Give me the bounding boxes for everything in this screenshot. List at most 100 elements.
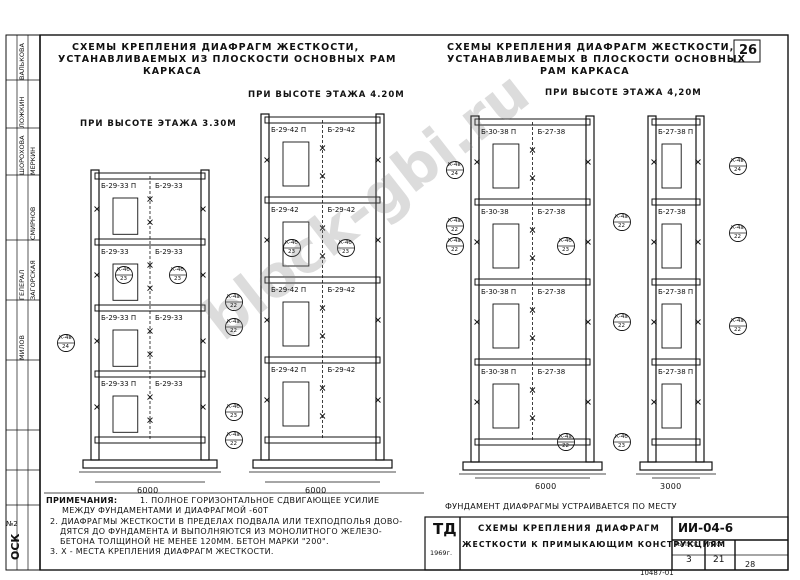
frame-right-b-door-opening bbox=[661, 223, 682, 269]
attachment-mark bbox=[319, 253, 326, 259]
frame-330-foundation bbox=[82, 459, 218, 469]
callout-bottom: 23 bbox=[342, 249, 349, 255]
right-height-420-label: ПРИ ВЫСОТЕ ЭТАЖА 4,20М bbox=[545, 88, 702, 98]
frame-right-a-panel-label: Б-30-38 bbox=[481, 208, 509, 216]
left-title-line-1: СХЕМЫ КРЕПЛЕНИЯ ДИАФРАГМ ЖЕСТКОСТИ, bbox=[72, 42, 360, 53]
note-line-5: БЕТОНА ТОЛЩИНОЙ НЕ МЕНЕЕ 120ММ. БЕТОН МА… bbox=[60, 537, 329, 546]
callout-bottom: 23 bbox=[120, 276, 127, 282]
attachment-mark bbox=[200, 338, 206, 344]
frame-420-panel-label: Б-29-42 bbox=[327, 366, 356, 374]
right-title-line-1: СХЕМЫ КРЕПЛЕНИЯ ДИАФРАГМ ЖЕСТКОСТИ, bbox=[447, 42, 735, 53]
attachment-mark bbox=[319, 385, 326, 391]
attachment-mark bbox=[264, 237, 270, 243]
callout-top: К-4б bbox=[285, 240, 298, 246]
frame-right-a-beam bbox=[474, 198, 591, 206]
frame-right-a-panel-label: Б-27-38 bbox=[537, 288, 566, 296]
frame-330-door-opening bbox=[112, 395, 139, 433]
frame-330-door-opening bbox=[112, 329, 139, 367]
callout-bottom: 23 bbox=[562, 247, 569, 253]
frame-420-panel-label: Б-29-42 bbox=[327, 126, 356, 134]
attachment-mark bbox=[529, 175, 536, 181]
title-block bbox=[424, 516, 789, 571]
callout-circle bbox=[225, 293, 243, 311]
attachment-mark bbox=[529, 147, 536, 153]
stamp-title-line-1: СХЕМЫ КРЕПЛЕНИЯ ДИАФРАГМ bbox=[478, 524, 660, 534]
callout-circle bbox=[225, 318, 243, 336]
frame-right-b-door-opening bbox=[661, 303, 682, 349]
callout-top: К-4а bbox=[448, 238, 461, 244]
frame-420-panel-label: Б-29-42 bbox=[327, 286, 356, 294]
attachment-mark bbox=[695, 319, 701, 325]
callout-top: К-4а bbox=[615, 314, 628, 320]
attachment-mark bbox=[474, 399, 480, 405]
callout-bottom: 22 bbox=[734, 327, 741, 333]
callout-top: К-4б bbox=[117, 267, 130, 273]
attachment-mark bbox=[264, 317, 270, 323]
attachment-mark bbox=[474, 319, 480, 325]
dim-left-a: 6000 bbox=[137, 486, 159, 495]
attachment-mark bbox=[695, 399, 701, 405]
side-name: СМИРНОВ bbox=[29, 206, 37, 240]
frame-right-a-panel-label: Б-30-38 П bbox=[481, 128, 517, 136]
page-number-box bbox=[733, 39, 761, 63]
side-name: ЗАГОРСКАЯ bbox=[29, 260, 37, 300]
attachment-mark bbox=[695, 159, 701, 165]
callout-top: К-4в bbox=[59, 335, 72, 341]
callout-circle bbox=[446, 161, 464, 179]
attachment-mark bbox=[651, 399, 657, 405]
stamp-sheet: 21 bbox=[713, 555, 725, 565]
frame-420-beam bbox=[264, 436, 381, 444]
callout-top: К-4б bbox=[171, 267, 184, 273]
frame-right-a-beam bbox=[474, 358, 591, 366]
attachment-mark bbox=[147, 285, 153, 292]
callout-top: К-4б bbox=[339, 240, 352, 246]
side-name: ГЕЛЕРАЛ bbox=[18, 269, 26, 300]
callout-bottom: 22 bbox=[230, 303, 237, 309]
side-no: №2 bbox=[6, 520, 18, 528]
frame-330-panel-label: Б-29-33 П bbox=[101, 380, 137, 388]
attachment-mark bbox=[585, 399, 591, 405]
left-height-420-label: ПРИ ВЫСОТЕ ЭТАЖА 4.20М bbox=[248, 90, 405, 100]
frame-right-b-column-right bbox=[695, 115, 705, 463]
attachment-mark bbox=[529, 307, 536, 313]
callout-circle bbox=[337, 239, 355, 257]
frame-right-b-beam bbox=[651, 278, 701, 286]
frame-420-panel-label: Б-29-42 П bbox=[271, 366, 307, 374]
callout-circle bbox=[613, 433, 631, 451]
attachment-mark bbox=[200, 404, 206, 410]
attachment-mark bbox=[585, 319, 591, 325]
callout-bottom: 22 bbox=[618, 323, 625, 329]
attachment-mark bbox=[147, 351, 153, 358]
frame-right-b-beam bbox=[651, 118, 701, 126]
callout-bottom: 22 bbox=[734, 234, 741, 240]
note-line-1: 1. ПОЛНОЕ ГОРИЗОНТАЛЬНОЕ СДВИГАЮЩЕЕ УСИЛ… bbox=[140, 496, 380, 505]
frame-right-a-panel-label: Б-30-38 П bbox=[481, 368, 517, 376]
note-line-3: 2. ДИАФРАГМЫ ЖЕСТКОСТИ В ПРЕДЕЛАХ ПОДВАЛ… bbox=[50, 517, 403, 526]
attachment-mark bbox=[651, 319, 657, 325]
frame-330-panel-label: Б-29-33 bbox=[101, 248, 129, 256]
frame-330-beam bbox=[94, 238, 206, 246]
attachment-mark bbox=[474, 239, 480, 245]
frame-right-b-beam bbox=[651, 198, 701, 206]
callout-circle bbox=[283, 239, 301, 257]
callout-circle bbox=[729, 157, 747, 175]
side-name: ШОРОХОВА bbox=[18, 135, 26, 175]
callout-top: К-4а bbox=[448, 218, 461, 224]
frame-right-b-panel-label: Б-27-38 bbox=[658, 208, 686, 216]
frame-330-panel-label: Б-29-33 bbox=[155, 182, 183, 190]
callout-top: К-4б bbox=[615, 434, 628, 440]
attachment-mark bbox=[264, 157, 270, 163]
attachment-mark bbox=[585, 159, 591, 165]
stamp-page: 28 bbox=[745, 560, 756, 569]
attachment-mark bbox=[94, 404, 100, 410]
attachment-mark bbox=[147, 219, 153, 226]
page-number: 26 bbox=[739, 43, 758, 58]
callout-circle bbox=[557, 433, 575, 451]
callout-top: К-4а bbox=[227, 319, 240, 325]
callout-bottom: 23 bbox=[230, 413, 237, 419]
height-330-label: ПРИ ВЫСОТЕ ЭТАЖА 3.30М bbox=[80, 119, 237, 129]
attachment-mark bbox=[529, 227, 536, 233]
frame-right-a-foundation bbox=[462, 461, 603, 471]
callout-circle bbox=[557, 237, 575, 255]
stamp-year: 1969г. bbox=[430, 549, 453, 557]
